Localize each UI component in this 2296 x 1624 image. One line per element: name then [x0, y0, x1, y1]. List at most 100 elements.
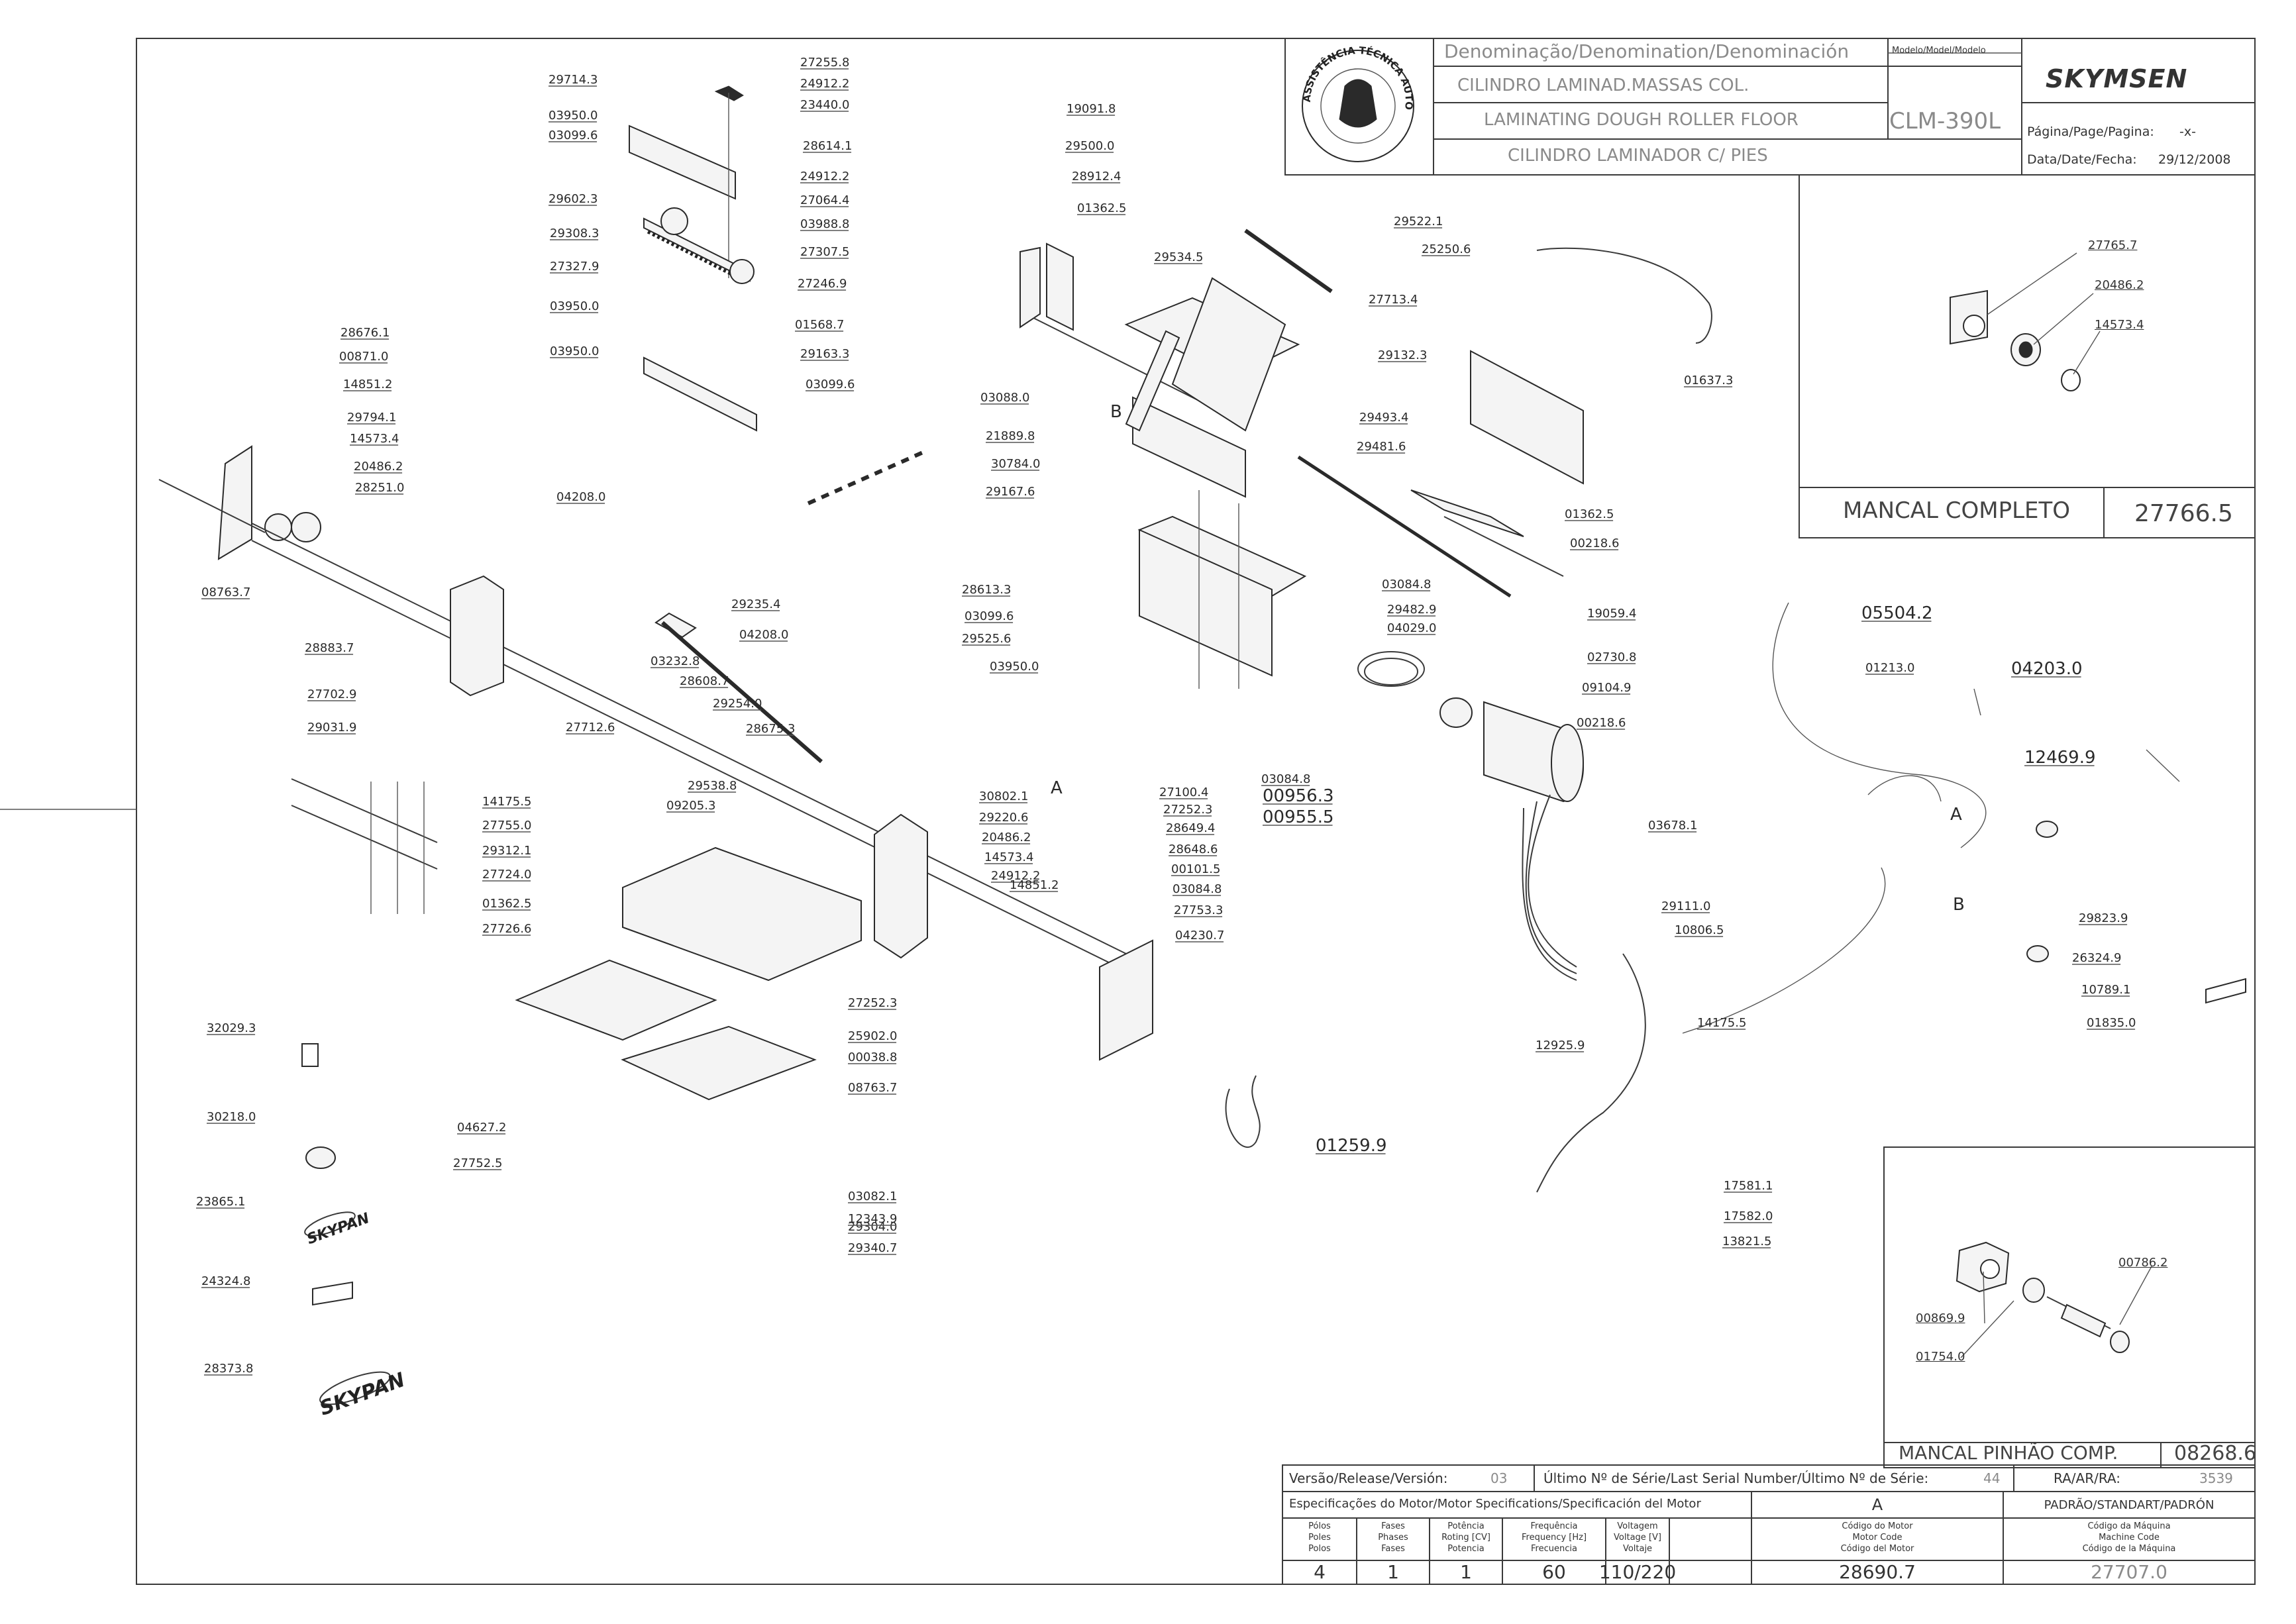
inset-top-part-2: 20486.2	[2095, 278, 2144, 292]
part-number-label: 27255.8	[800, 56, 849, 70]
part-number-label: 27327.9	[550, 260, 599, 274]
part-number-label: 10806.5	[1675, 923, 1724, 937]
badge-text: ASSISTÊNCIA TÉCNICA AUTORIZADA	[0, 0, 1415, 111]
svg-text:SKYPAN: SKYPAN	[317, 1368, 408, 1421]
roller-guard-assembly	[629, 85, 757, 432]
part-number-label: 27752.5	[453, 1156, 502, 1170]
part-number-label: 27064.4	[800, 193, 849, 207]
footer-table	[1282, 1464, 2256, 1585]
part-number-label: 24912.2	[800, 77, 849, 91]
name-es: CILINDRO LAMINADOR C/ PIES	[1508, 146, 1768, 166]
part-number-label: 03084.8	[1261, 772, 1310, 786]
motor-spec-header: Poles	[1308, 1533, 1331, 1543]
part-number-label: 01362.5	[1565, 507, 1614, 521]
brand-logo: SKYMSEN	[2046, 64, 2188, 93]
part-number-label: 23440.0	[800, 98, 849, 112]
part-number-label: 29500.0	[1065, 139, 1114, 153]
part-number-label: 04208.0	[739, 628, 788, 642]
part-number-label: 09205.3	[666, 799, 715, 813]
part-number-label: 03950.0	[990, 660, 1039, 674]
part-number-label: 27755.0	[482, 819, 531, 833]
part-number-label: 00871.0	[339, 350, 388, 364]
motor-spec-value: 4	[1314, 1561, 1326, 1583]
part-number-label: 04230.7	[1175, 929, 1224, 942]
motor-spec-value: 1	[1460, 1561, 1472, 1583]
part-number-label: 27246.9	[798, 277, 847, 291]
part-number-label: 00956.3	[1263, 786, 1334, 806]
part-number-label: 03099.6	[806, 378, 855, 391]
date-value: 29/12/2008	[2158, 152, 2231, 167]
motor-spec-header: Pólos	[1308, 1521, 1331, 1531]
part-number-label: 01637.3	[1684, 374, 1733, 387]
part-number-label: 03084.8	[1173, 882, 1222, 896]
part-number-label: 20486.2	[354, 460, 403, 474]
ra-value: 3539	[2199, 1470, 2233, 1486]
part-number-label: 26324.9	[2072, 951, 2121, 965]
part-number-label: 04627.2	[457, 1121, 506, 1135]
motor-spec-header: Roting [CV]	[1441, 1533, 1490, 1543]
part-number-label: 08763.7	[848, 1081, 897, 1095]
part-number-label: 29132.3	[1378, 348, 1427, 362]
motor-spec-header: Potência	[1447, 1521, 1485, 1531]
part-number-label: 04208.0	[556, 490, 605, 504]
model-header: Modelo/Model/Modelo	[1892, 46, 1986, 56]
version-label: Versão/Release/Versión:	[1289, 1470, 1448, 1486]
part-number-label: 21889.8	[986, 429, 1035, 443]
part-number-label: 00218.6	[1577, 716, 1626, 730]
part-number-label: 27713.4	[1369, 293, 1418, 307]
motor-spec-header: Voltagem	[1617, 1521, 1658, 1531]
part-number-label: 14175.5	[1697, 1016, 1746, 1030]
side-frame-assembly	[1019, 242, 1307, 689]
page-label: Página/Page/Pagina:	[2027, 125, 2154, 139]
part-number-label: 20486.2	[982, 831, 1031, 844]
part-number-label: 29308.3	[550, 227, 599, 240]
part-number-label: 29220.6	[979, 811, 1028, 825]
part-number-label: 29493.4	[1359, 411, 1408, 425]
part-number-label: 28883.7	[305, 641, 354, 655]
part-number-label: 27252.3	[1163, 803, 1212, 817]
inset-bottom-part-2: 00869.9	[1916, 1311, 1965, 1325]
part-number-label: 14573.4	[350, 432, 399, 446]
part-number-label: 03232.8	[651, 654, 700, 668]
part-number-label: 02730.8	[1587, 650, 1636, 664]
part-number-label: 29340.7	[848, 1241, 897, 1255]
inset-top-title: MANCAL COMPLETO	[1843, 497, 2071, 524]
part-number-label: 25250.6	[1422, 242, 1471, 256]
serial-label: Último Nº de Série/Last Serial Number/Úl…	[1543, 1470, 1929, 1486]
part-number-label: 29235.4	[731, 597, 780, 611]
part-number-label: 01568.7	[795, 318, 844, 332]
part-number-label: 28675.3	[746, 722, 795, 736]
ra-label: RA/AR/RA:	[2054, 1470, 2120, 1486]
part-number-label: 13821.5	[1722, 1235, 1771, 1248]
part-number-label: 29304.0	[848, 1220, 897, 1234]
part-number-label: 29714.3	[548, 73, 598, 87]
page-value: -x-	[2179, 125, 2196, 139]
model-code: CLM-390L	[1889, 108, 2001, 134]
part-number-label: 29482.9	[1387, 603, 1436, 617]
part-number-label: 28251.0	[355, 481, 404, 495]
inset-bottom-title: MANCAL PINHÃO COMP.	[1899, 1442, 2118, 1464]
part-number-label: 03099.6	[965, 609, 1014, 623]
date-label: Data/Date/Fecha:	[2027, 152, 2137, 167]
part-number-label: 24912.2	[800, 170, 849, 183]
part-number-label: 03082.1	[848, 1190, 897, 1203]
part-number-label: 25902.0	[848, 1029, 897, 1043]
part-number-label: 29254.0	[713, 697, 762, 711]
part-number-label: 28613.3	[962, 583, 1011, 597]
part-number-label: 27712.6	[566, 721, 615, 735]
svg-text:SKYPAN: SKYPAN	[305, 1210, 372, 1248]
motor-spec-value: 1	[1387, 1561, 1399, 1583]
motor-spec-value: 28690.7	[1839, 1561, 1916, 1583]
skypan-decal-2: SKYPAN	[317, 1368, 408, 1421]
connection-arrow-label: A	[1051, 778, 1063, 798]
part-number-label: 01213.0	[1865, 661, 1914, 675]
motor-spec-header: Código de la Máquina	[2082, 1544, 2176, 1554]
part-number-label: 01835.0	[2087, 1016, 2136, 1030]
part-number-label: 27724.0	[482, 868, 531, 882]
motor-spec-value: 110/220	[1598, 1561, 1677, 1583]
motor-spec-header: Polos	[1308, 1544, 1331, 1554]
motor-spec-header: Machine Code	[2099, 1533, 2160, 1543]
motor-spec-header: Frequência	[1530, 1521, 1578, 1531]
part-number-label: 29522.1	[1394, 215, 1443, 228]
part-number-label: 14851.2	[343, 378, 392, 391]
